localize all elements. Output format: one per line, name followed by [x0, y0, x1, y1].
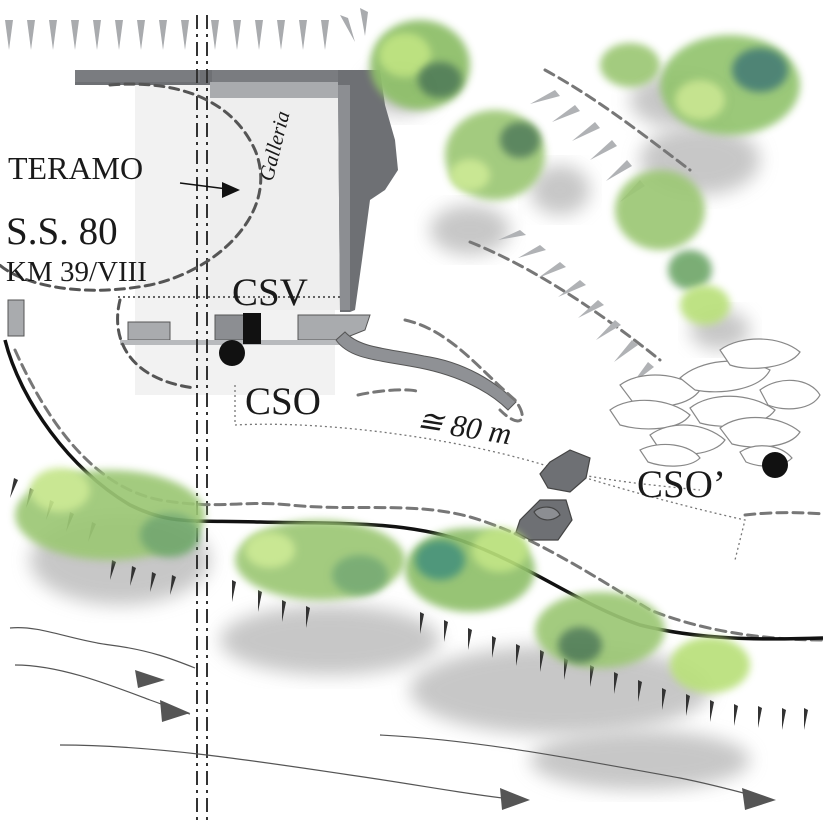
cso-prime-label: CSO’ — [637, 463, 726, 506]
csv-label: CSV — [232, 271, 308, 314]
stream-line-1 — [9, 627, 196, 669]
cso-prime-station-marker — [762, 452, 788, 478]
cso-label: CSO — [245, 380, 321, 423]
csv-marker — [243, 313, 261, 344]
arrow-right-icon — [135, 670, 776, 810]
cso-station-marker — [219, 340, 245, 366]
stream-line-4 — [379, 734, 771, 801]
stream-line-3 — [59, 744, 521, 801]
vegetation — [15, 20, 800, 693]
road-name-label: S.S. 80 — [6, 210, 118, 253]
distance-lines — [234, 385, 746, 561]
km-label: KM 39/VIII — [6, 256, 147, 288]
road-post — [7, 299, 25, 337]
terrain-shadows — [30, 65, 760, 790]
teramo-label: TERAMO — [8, 150, 144, 186]
boulder-icon — [515, 449, 591, 541]
slope-hatch-top — [5, 8, 368, 50]
teramo-arrow — [179, 182, 240, 198]
outlined-boulders — [609, 338, 821, 467]
